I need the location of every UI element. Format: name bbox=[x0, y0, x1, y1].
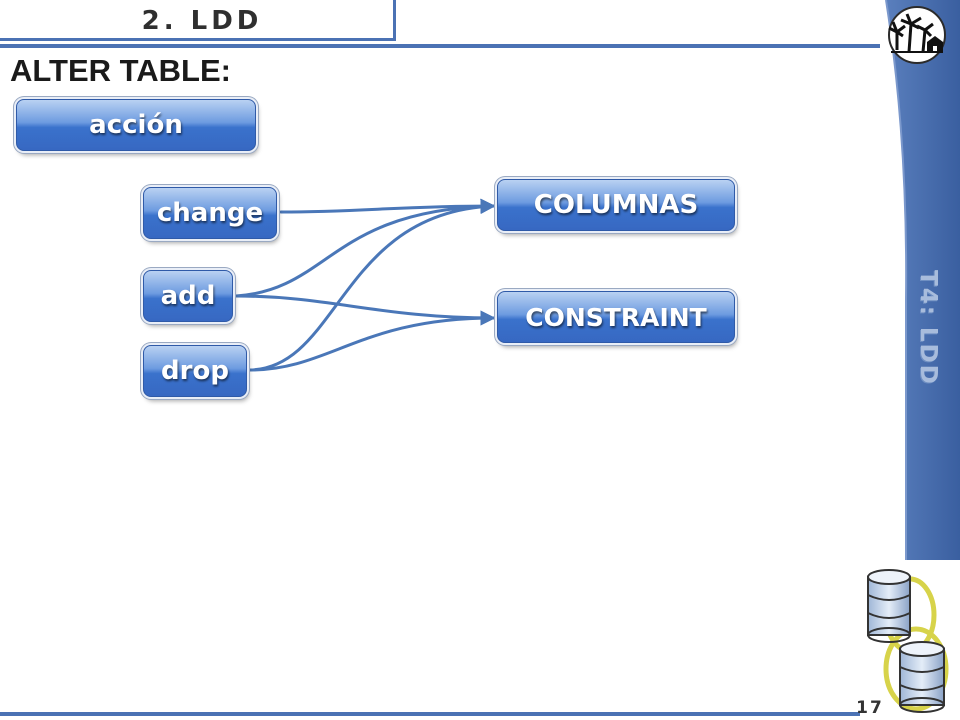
sidebar-label: T4: LDD bbox=[915, 270, 941, 386]
page-number: 17 bbox=[856, 698, 884, 718]
arrow-change-columnas bbox=[279, 198, 496, 214]
header-rule bbox=[0, 44, 880, 48]
target-columnas-pill: COLUMNAS bbox=[497, 179, 735, 231]
palm-trees-house-icon bbox=[888, 6, 946, 64]
section-tab bbox=[0, 0, 396, 41]
page-title: ALTER TABLE: bbox=[10, 53, 231, 88]
arrow-drop-constraint bbox=[248, 310, 496, 372]
database-cylinders-icon bbox=[867, 569, 949, 713]
accion-pill: acción bbox=[16, 99, 256, 151]
arrow-drop-columnas bbox=[248, 199, 496, 372]
arrow-add-constraint bbox=[234, 294, 496, 326]
action-change-pill: change bbox=[143, 187, 277, 239]
footer-rule bbox=[0, 712, 860, 716]
section-label: 2. LDD bbox=[141, 6, 263, 36]
target-constraint-pill: CONSTRAINT bbox=[497, 291, 735, 343]
action-add-pill: add bbox=[143, 270, 233, 322]
action-drop-pill: drop bbox=[143, 345, 247, 397]
